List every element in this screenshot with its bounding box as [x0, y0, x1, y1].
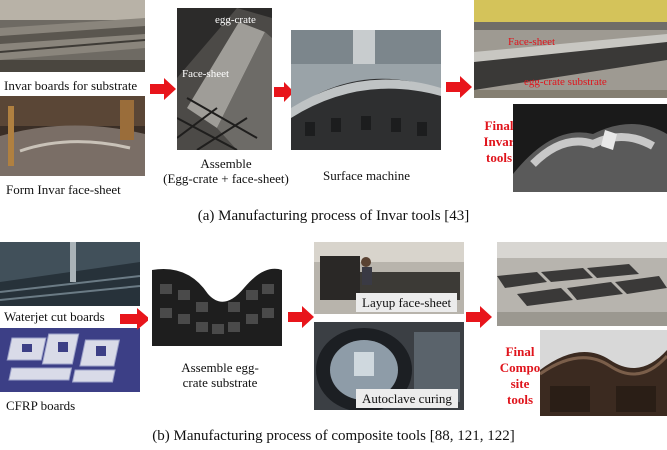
- final-composite-line3: site: [510, 376, 530, 391]
- label-assemble-line1: Assemble: [200, 156, 252, 171]
- label-waterjet: Waterjet cut boards: [4, 309, 105, 324]
- final-invar-line1: Final: [484, 118, 514, 133]
- photo-assemble-egg-crate: egg-crate Face-sheet: [177, 8, 272, 150]
- arrow-right-icon: [120, 308, 150, 330]
- label-autoclave: Autoclave curing: [356, 389, 458, 408]
- final-composite-line1: Final: [505, 344, 535, 359]
- photo-final-invar-facility: Face-sheet egg-crate substrate: [474, 0, 667, 98]
- label-layup: Layup face-sheet: [356, 293, 458, 312]
- label-invar-boards: Invar boards for substrate: [4, 78, 138, 93]
- final-composite-tools: Final Compo site tools: [494, 344, 546, 408]
- final-composite-line4: tools: [507, 392, 533, 407]
- photo-surface-machine: [291, 30, 441, 150]
- arrow-right-icon: [274, 82, 294, 102]
- final-invar-line3: tools: [486, 150, 512, 165]
- caption-a: (a) Manufacturing process of Invar tools…: [197, 208, 470, 224]
- label-cfrp: CFRP boards: [6, 398, 76, 413]
- label-assemble-egg-line1: Assemble egg-: [181, 360, 259, 375]
- label-form-face-sheet: Form Invar face-sheet: [6, 182, 121, 197]
- photo-form-face-sheet: [0, 96, 145, 176]
- final-composite-line2: Compo: [499, 360, 541, 375]
- final-invar-tools: Final Invar tools: [474, 118, 524, 166]
- label-assemble-egg-line2: crate substrate: [182, 375, 258, 390]
- arrow-right-icon: [150, 78, 176, 100]
- tag-egg-crate: egg-crate: [215, 14, 256, 26]
- arrow-right-icon: [446, 76, 472, 98]
- arrow-right-icon: [288, 306, 314, 328]
- label-assemble-line2: (Egg-crate + face-sheet): [163, 171, 289, 186]
- tag-face-sheet-2: Face-sheet: [508, 36, 556, 48]
- caption-b: (b) Manufacturing process of composite t…: [152, 428, 515, 444]
- arrow-right-icon: [466, 306, 492, 328]
- label-assemble-egg-crate: Assemble egg- crate substrate: [168, 360, 272, 390]
- tag-egg-crate-substrate: egg-crate substrate: [524, 76, 607, 88]
- final-invar-line2: Invar: [483, 134, 515, 149]
- photo-final-composite-facility: [497, 242, 667, 326]
- photo-egg-crate-substrate: [148, 264, 286, 352]
- photo-cfrp-boards: [0, 328, 140, 392]
- tag-face-sheet: Face-sheet: [182, 68, 230, 80]
- photo-final-composite-tool: [540, 330, 667, 416]
- photo-waterjet: [0, 242, 140, 306]
- label-assemble: Assemble (Egg-crate + face-sheet): [163, 156, 289, 186]
- photo-final-invar-tool: [513, 104, 667, 192]
- label-surface-machine: Surface machine: [323, 168, 410, 183]
- photo-invar-boards: [0, 0, 145, 72]
